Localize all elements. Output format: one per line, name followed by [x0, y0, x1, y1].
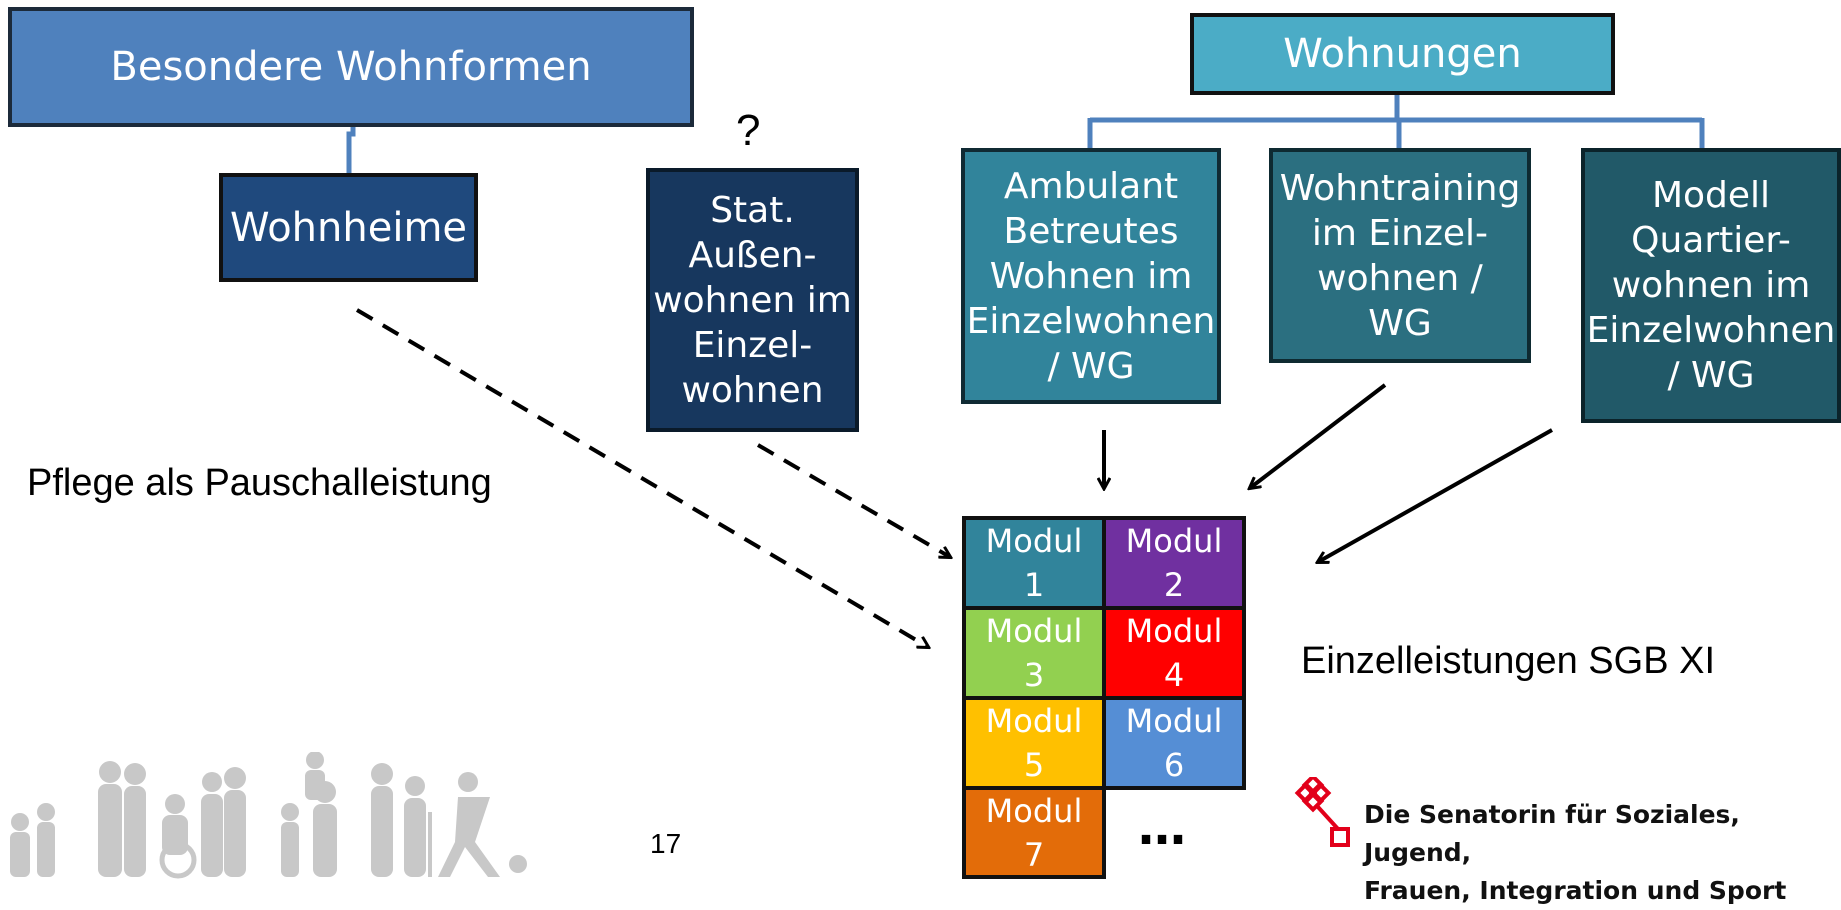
module-7: Modul 7 — [962, 786, 1106, 879]
module-4: Modul 4 — [1102, 606, 1246, 700]
module-3: Modul 3 — [962, 606, 1106, 700]
bremen-key-icon — [1294, 777, 1350, 847]
arrow-modell — [1318, 428, 1553, 562]
wohnheime-box: Wohnheime — [219, 173, 478, 282]
wohnungen-box: Wohnungen — [1190, 13, 1615, 95]
wohntraining-box: Wohntraining im Einzel- wohnen / WG — [1269, 148, 1531, 363]
page-number: 17 — [650, 828, 682, 859]
dashed-arrow-wohnheime — [355, 308, 928, 647]
module-2: Modul 2 — [1102, 516, 1246, 610]
module-1: Modul 1 — [962, 516, 1106, 610]
connector-besondere-wohnheime — [346, 127, 356, 173]
besondere-wohnformen-box: Besondere Wohnformen — [8, 7, 694, 127]
dashed-arrow-stat — [756, 443, 950, 557]
connector-layer — [346, 95, 1705, 879]
module-5: Modul 5 — [962, 696, 1106, 790]
modell-box: Modell Quartier- wohnen im Einzelwohnen … — [1581, 148, 1841, 423]
arrow-wohntraining — [1250, 383, 1387, 488]
more-modules-ellipsis: … — [1138, 800, 1186, 856]
pflege-label: Pflege als Pauschalleistung — [27, 462, 492, 504]
ambulant-box: Ambulant Betreutes Wohnen im Einzelwohne… — [961, 148, 1221, 404]
question-mark: ? — [736, 106, 761, 155]
senatorin-logo-text: Die Senatorin für Soziales, Jugend, Frau… — [1364, 800, 1787, 905]
module-6: Modul 6 — [1102, 696, 1246, 790]
stat-aussenwohnen-box: Stat. Außen- wohnen im Einzel- wohnen — [646, 168, 859, 432]
einzelleistungen-label: Einzelleistungen SGB XI — [1301, 640, 1716, 682]
people-silhouettes-icon — [10, 752, 527, 879]
